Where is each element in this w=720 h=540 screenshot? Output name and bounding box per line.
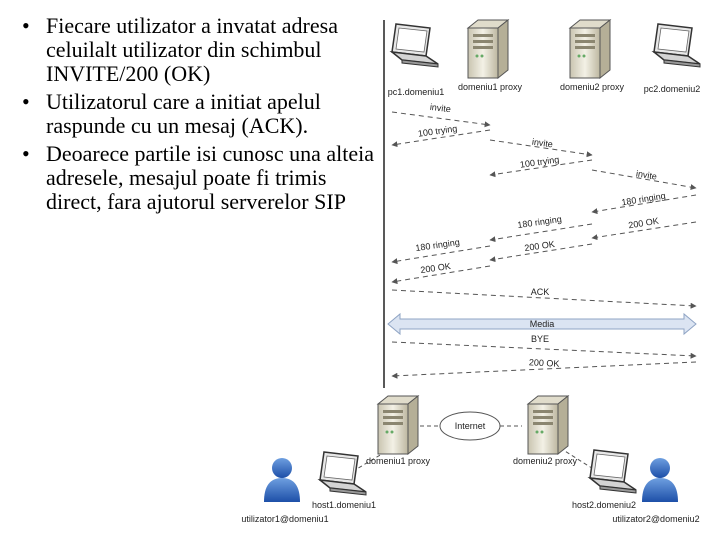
bottom-proxy2-label: domeniu2 proxy [513,456,578,466]
label-invite-3: invite [635,168,657,181]
bottom-proxy2-server-icon [527,395,569,455]
bullet-3: Deoarece partile isi cunosc una alteia a… [18,142,378,214]
label-ack: ACK [531,287,550,297]
label-200ok-3: 200 OK [420,261,452,275]
label-bye: BYE [531,334,549,344]
bullet-1: Fiecare utilizator a invatat adresa celu… [18,14,378,86]
label-invite-1: invite [429,102,451,114]
host1-label: host1.domeniu1 [312,500,376,510]
participant-proxy2: domeniu2 proxy [560,82,625,92]
user2-label: utilizator2@domeniu2 [612,514,699,524]
label-180ringing-1: 180 ringing [621,191,667,208]
label-200ok-1: 200 OK [628,216,660,231]
label-media: Media [530,319,555,329]
bullet-list: Fiecare utilizator a invatat adresa celu… [18,14,378,218]
label-100trying-2: 100 trying [519,154,560,169]
bottom-proxy1-label: domeniu1 proxy [366,456,431,466]
participant-pc2: pc2.domeniu2 [644,84,701,94]
label-100trying-1: 100 trying [417,123,458,138]
label-invite-2: invite [531,137,553,150]
user1-icon [264,458,300,502]
internet-cloud: Internet [439,411,501,441]
bullet-2: Utilizatorul care a initiat apelul raspu… [18,90,378,138]
user2-icon [642,458,678,502]
label-200ok-2: 200 OK [524,239,556,253]
msg-200ok-3 [391,265,491,285]
proxy2-server-icon [569,19,611,79]
participant-proxy1: domeniu1 proxy [458,82,523,92]
pc1-laptop-icon [391,23,439,68]
label-180ringing-2: 180 ringing [517,214,563,230]
host2-label: host2.domeniu2 [572,500,636,510]
host1-laptop-icon [319,451,367,496]
internet-label: Internet [455,421,486,431]
msg-invite-1 [391,111,491,128]
proxy1-server-icon [467,19,509,79]
msg-ack [391,289,697,309]
label-200ok-4: 200 OK [529,357,560,369]
msg-200ok-4 [391,361,697,379]
msg-bye [391,341,697,359]
msg-100trying-2 [489,159,593,178]
msg-100trying-1 [391,129,491,148]
host2-laptop-icon [589,449,637,494]
label-180ringing-3: 180 ringing [415,237,461,253]
user1-label: utilizator1@domeniu1 [241,514,328,524]
bottom-proxy1-server-icon [377,395,419,455]
participant-pc1: pc1.domeniu1 [388,87,445,97]
media-arrow [387,312,697,336]
pc2-laptop-icon [653,23,701,68]
msg-invite-2 [489,139,593,158]
msg-180ringing-3 [391,245,491,265]
